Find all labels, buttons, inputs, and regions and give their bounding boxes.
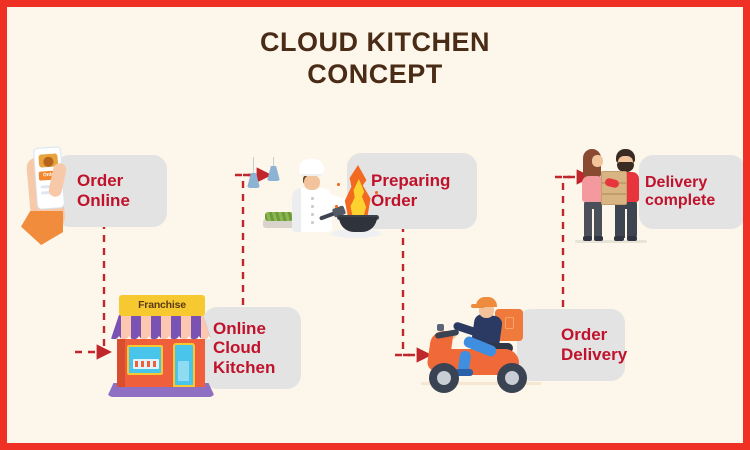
parcel-divider <box>601 193 627 195</box>
step-card-online-cloud-kitchen[interactable]: Online Cloud Kitchen <box>203 307 301 389</box>
shop-door-glass <box>178 361 189 381</box>
backpack-logo <box>505 317 514 329</box>
storefront-icon: Franchise <box>107 295 215 397</box>
frying-pan-icon <box>339 217 377 232</box>
parcel-boxes-icon <box>601 171 627 205</box>
chef-button <box>311 213 314 216</box>
man-beard <box>617 162 634 172</box>
poster-canvas: CLOUD KITCHEN CONCEPT Order O <box>7 7 743 443</box>
ground-line <box>575 240 647 243</box>
shop-window <box>127 345 163 375</box>
woman-shoe <box>583 236 592 241</box>
sleeve-shape <box>21 211 63 245</box>
stove-surface <box>331 229 381 238</box>
step-label-preparing-order: Preparing Order <box>371 171 451 210</box>
shop-body-shadow <box>117 331 125 387</box>
woman-leg-gap <box>592 209 594 238</box>
chef-button <box>311 197 314 200</box>
scooter-wheel <box>429 363 459 393</box>
man-leg-gap <box>625 209 627 238</box>
step-label-online-cloud-kitchen: Online Cloud Kitchen <box>213 318 276 377</box>
chef-button <box>311 205 314 208</box>
step-label-delivery-complete: Delivery complete <box>645 173 716 209</box>
step-label-order-online: Order Online <box>77 171 130 210</box>
step-card-delivery-complete[interactable]: Delivery complete <box>639 155 743 229</box>
road-line <box>421 382 541 385</box>
shop-window-items <box>135 361 157 367</box>
pendant-lamp-cord <box>273 157 275 166</box>
chef-cooking-icon <box>247 157 387 245</box>
woman-face <box>592 155 603 167</box>
rider-cap-icon <box>476 297 497 307</box>
step-label-order-delivery: Order Delivery <box>561 325 628 364</box>
flame-inner <box>350 179 367 219</box>
shop-sign-text: Franchise <box>119 295 205 316</box>
pendant-lamp-icon <box>247 173 260 188</box>
man-shoe <box>614 236 624 241</box>
rider-shoe <box>455 369 473 376</box>
step-card-order-delivery[interactable]: Order Delivery <box>517 309 628 381</box>
shop-awning <box>111 315 211 339</box>
pendant-lamp-icon <box>267 166 280 181</box>
step-card-order-online[interactable]: Order Online <box>55 155 167 227</box>
flame-spark <box>335 205 338 208</box>
connector-3-to-4 <box>401 225 413 357</box>
hand-holding-phone-icon: Order <box>21 143 83 245</box>
chef-button <box>311 221 314 224</box>
pendant-lamp-cord <box>253 157 255 173</box>
chef-hat-icon <box>299 159 324 174</box>
chef-head <box>304 175 320 190</box>
woman-shoe <box>594 236 603 241</box>
page-title: CLOUD KITCHEN CONCEPT <box>7 27 743 91</box>
connector-1-to-2 <box>94 222 106 354</box>
shop-door <box>173 343 195 387</box>
flame-spark <box>375 191 378 194</box>
title-line-1: CLOUD KITCHEN <box>260 27 490 57</box>
awning-scallop <box>111 334 211 339</box>
connector-4-to-5 <box>561 175 573 307</box>
delivery-scooter-icon <box>421 291 541 395</box>
chef-jacket-shadow <box>292 188 301 232</box>
scooter-wheel <box>497 363 527 393</box>
man-shoe <box>627 236 637 241</box>
couple-receiving-parcel-icon <box>575 147 647 243</box>
cutting-board <box>263 219 295 228</box>
vegetables-shape <box>265 212 293 221</box>
title-line-2: CONCEPT <box>307 58 443 89</box>
scooter-mirror <box>437 324 444 331</box>
flame-spark <box>337 183 340 186</box>
